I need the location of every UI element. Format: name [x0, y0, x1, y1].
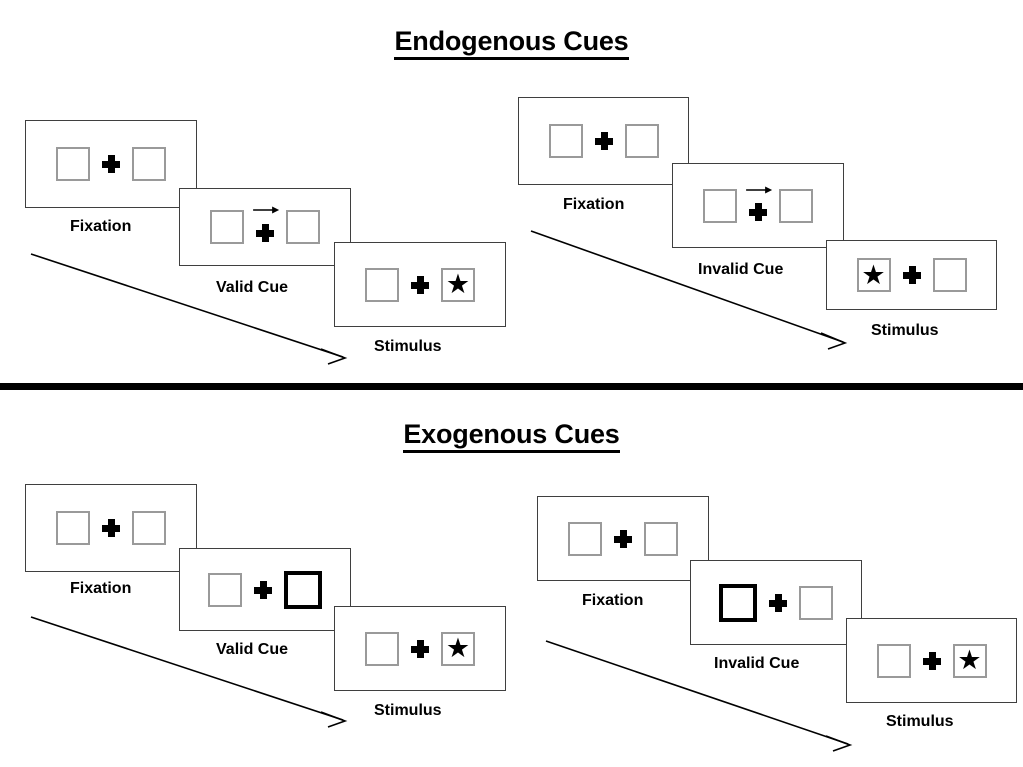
left-placeholder-box [365, 631, 399, 666]
right-placeholder-box [932, 258, 967, 292]
trial-frame-stimulus[interactable]: ★ [334, 606, 506, 691]
fixation-cross-slot [602, 517, 644, 561]
frame-label-valid-cue: Valid Cue [216, 279, 289, 296]
left-placeholder-box [365, 267, 399, 302]
right-placeholder-box [286, 210, 320, 244]
section-title-exogenous-text: Exogenous Cues [403, 419, 620, 453]
frame-label-invalid-cue: Invalid Cue [698, 261, 784, 278]
frame-label-fixation: Fixation [563, 196, 625, 213]
left-placeholder-box [208, 572, 242, 607]
fixation-cross-slot [583, 119, 625, 163]
fixation-cross-slot [399, 263, 441, 307]
left-placeholder-box [210, 210, 244, 244]
right-placeholder-box [779, 188, 813, 223]
plus-cross-icon [902, 266, 921, 284]
frame-label-fixation: Fixation [582, 592, 644, 609]
flow-arrow-endogenous-invalid [530, 230, 848, 350]
right-target-box: ★ [441, 631, 475, 666]
right-target-box: ★ [441, 267, 475, 302]
trial-frame-fixation[interactable] [25, 120, 197, 208]
trial-frame-invalid-cue[interactable] [672, 163, 844, 248]
frame-label-valid-cue: Valid Cue [216, 641, 289, 658]
fixation-cross-slot [90, 142, 132, 186]
frame-label-stimulus: Stimulus [886, 713, 954, 730]
cue-slot [244, 203, 286, 251]
plus-cross-icon [254, 580, 272, 599]
fixation-cross-slot [399, 627, 441, 671]
left-placeholder-box [876, 643, 911, 678]
plus-cross-icon [922, 651, 941, 670]
plus-cross-icon [411, 275, 429, 294]
plus-cross-icon [769, 593, 787, 612]
fixation-cross-slot [911, 639, 953, 683]
frame-label-fixation: Fixation [70, 218, 132, 235]
left-placeholder-box [56, 147, 90, 181]
trial-frame-fixation[interactable] [25, 484, 197, 572]
cue-slot [737, 182, 779, 230]
frame-content [538, 497, 708, 580]
plus-cross-icon [614, 529, 632, 548]
flow-arrow-exogenous-valid [30, 616, 348, 728]
trial-frame-fixation[interactable] [537, 496, 709, 581]
plus-cross-icon [594, 132, 613, 150]
right-placeholder-box [132, 147, 166, 181]
trial-frame-stimulus[interactable]: ★ [334, 242, 506, 327]
trial-frame-stimulus[interactable]: ★ [826, 240, 997, 310]
left-placeholder-box [568, 521, 602, 556]
frame-content: ★ [335, 243, 505, 326]
section-title-endogenous-text: Endogenous Cues [394, 26, 629, 60]
left-cue-highlight-box [719, 583, 757, 622]
star-icon: ★ [445, 269, 471, 300]
frame-label-fixation: Fixation [70, 580, 132, 597]
frame-content [180, 549, 350, 630]
right-cue-highlight-box [284, 570, 322, 609]
fixation-cross-slot [90, 506, 132, 550]
left-placeholder-box [703, 188, 737, 223]
frame-content: ★ [847, 619, 1016, 702]
trial-frame-invalid-cue[interactable] [690, 560, 862, 645]
plus-cross-icon [256, 224, 274, 242]
right-target-box: ★ [952, 643, 987, 678]
frame-label-stimulus: Stimulus [871, 322, 939, 339]
frame-label-stimulus: Stimulus [374, 702, 442, 719]
left-placeholder-box [56, 511, 90, 545]
fixation-cross-slot [891, 253, 933, 297]
right-placeholder-box [644, 521, 678, 556]
flow-arrow-exogenous-invalid [545, 640, 853, 752]
section-title-exogenous: Exogenous Cues [0, 419, 1023, 453]
frame-label-invalid-cue: Invalid Cue [714, 655, 800, 672]
frame-label-stimulus: Stimulus [374, 338, 442, 355]
trial-frame-fixation[interactable] [518, 97, 689, 185]
frame-content: ★ [827, 241, 996, 309]
frame-content [180, 189, 350, 265]
star-icon: ★ [957, 645, 982, 676]
plus-cross-icon [411, 639, 429, 658]
arrow-right-icon [253, 206, 280, 214]
plus-cross-icon [102, 155, 120, 173]
trial-frame-stimulus[interactable]: ★ [846, 618, 1017, 703]
left-placeholder-box [548, 124, 583, 158]
frame-content [26, 485, 196, 571]
section-divider [0, 383, 1023, 390]
frame-content [691, 561, 861, 644]
right-placeholder-box [799, 585, 833, 620]
flow-arrow-endogenous-valid [30, 253, 348, 365]
star-icon: ★ [861, 259, 886, 291]
trial-frame-valid-cue[interactable] [179, 548, 351, 631]
frame-content: ★ [335, 607, 505, 690]
fixation-cross-slot [757, 581, 799, 625]
plus-cross-icon [102, 519, 120, 537]
frame-content [673, 164, 843, 247]
right-placeholder-box [132, 511, 166, 545]
frame-content [26, 121, 196, 207]
frame-content [519, 98, 688, 184]
star-icon: ★ [445, 633, 471, 664]
trial-frame-valid-cue[interactable] [179, 188, 351, 266]
arrow-right-icon [746, 186, 773, 193]
fixation-cross-slot [242, 568, 284, 612]
left-target-box: ★ [856, 258, 891, 292]
plus-cross-icon [749, 202, 767, 221]
section-title-endogenous: Endogenous Cues [0, 26, 1023, 60]
right-placeholder-box [624, 124, 659, 158]
